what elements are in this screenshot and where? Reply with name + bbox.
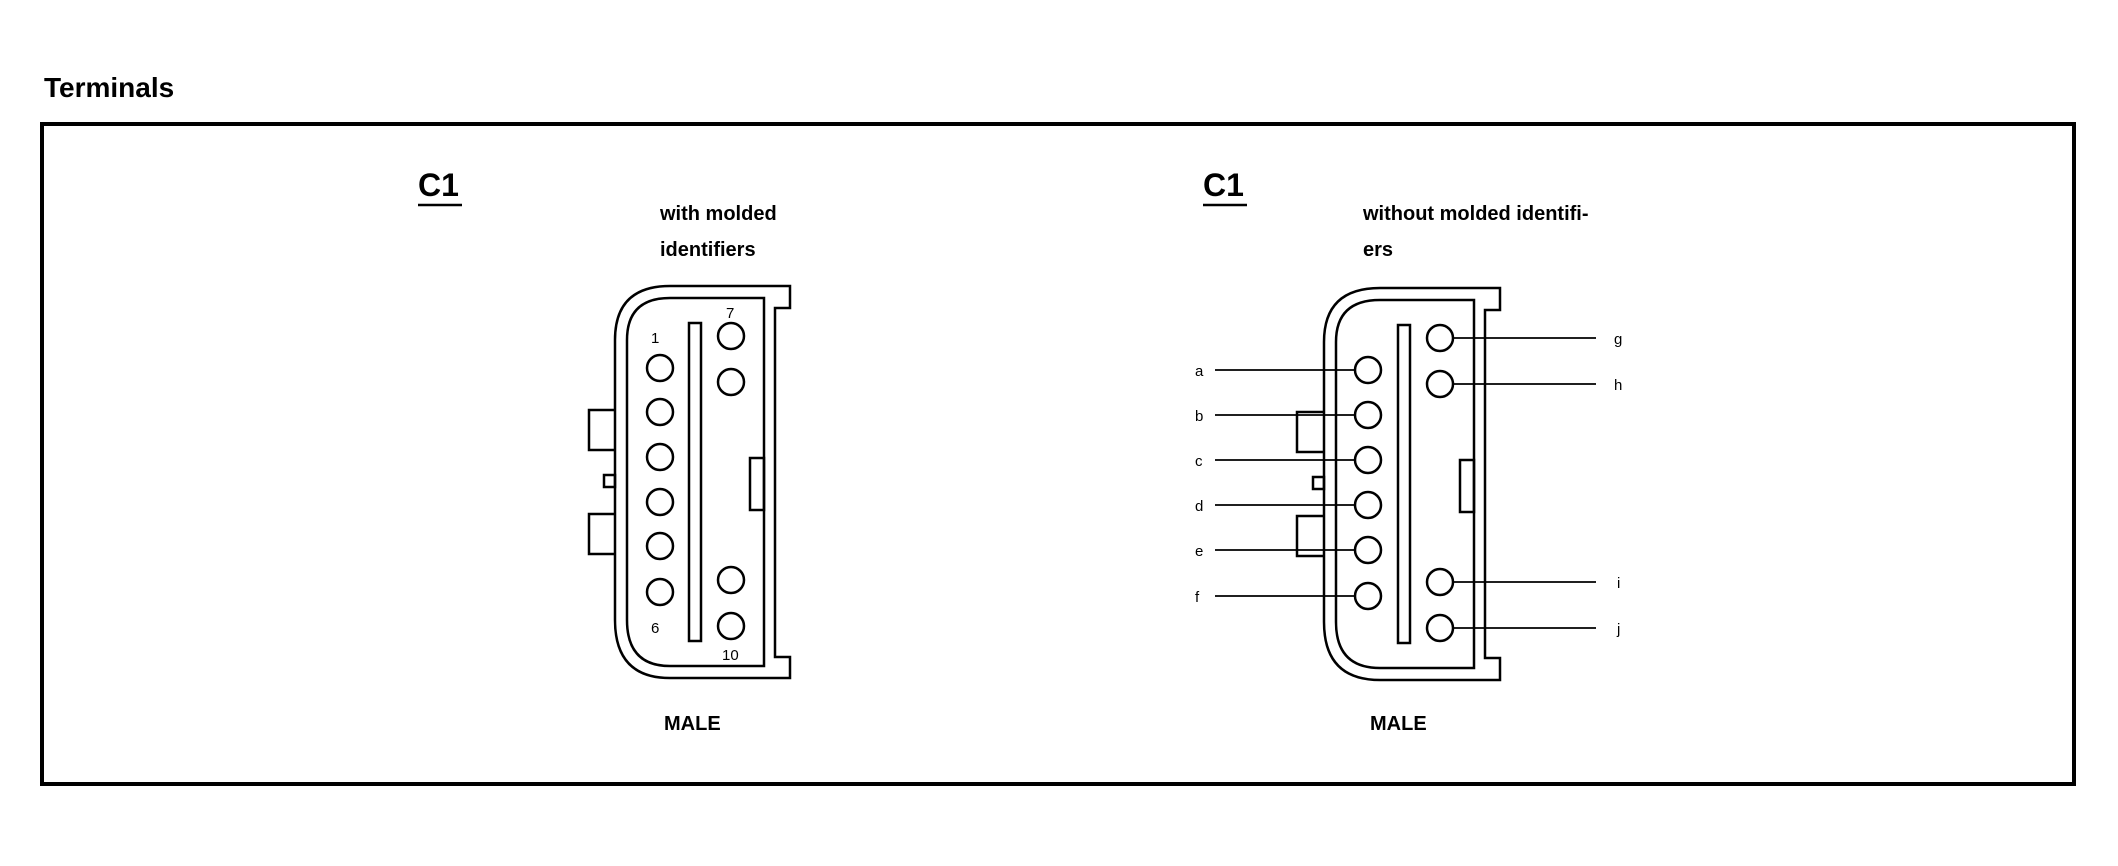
pin-circle	[1353, 490, 1383, 520]
pin-circle	[1425, 613, 1455, 643]
right-connector-leader-lines	[1215, 337, 1596, 629]
pin-circle	[645, 487, 675, 517]
pin-circle	[1425, 567, 1455, 597]
pin-circle	[716, 367, 746, 397]
pin-circle	[1425, 323, 1455, 353]
pin-circle	[716, 565, 746, 595]
left-connector-note-line2: identifiers	[660, 239, 756, 261]
pin-label-a: a	[1195, 363, 1204, 380]
pin-label-d: d	[1195, 498, 1203, 515]
right-connector-note-line2: ers	[1363, 239, 1393, 261]
pin-number-6: 6	[651, 620, 659, 637]
pin-number-1: 1	[651, 330, 659, 347]
pin-circle	[716, 611, 746, 641]
pin-circle	[1353, 400, 1383, 430]
right-connector-pins	[1353, 323, 1455, 643]
pin-circle	[645, 531, 675, 561]
right-connector-note-line1: without molded identifi-	[1362, 203, 1589, 225]
left-connector-housing	[587, 284, 792, 680]
pin-circle	[645, 577, 675, 607]
right-connector-gender: MALE	[1370, 713, 1427, 735]
left-connector: C1 with molded identifiers	[418, 167, 792, 735]
pin-label-f: f	[1195, 589, 1200, 606]
pin-circle	[1353, 535, 1383, 565]
pin-label-e: e	[1195, 543, 1203, 560]
terminals-frame	[40, 122, 2076, 786]
right-connector-housing	[1295, 286, 1502, 682]
pin-label-i: i	[1617, 575, 1620, 592]
pin-label-g: g	[1614, 331, 1622, 348]
pin-label-b: b	[1195, 408, 1203, 425]
pin-label-j: j	[1616, 621, 1620, 638]
pin-circle	[1353, 445, 1383, 475]
right-connector: C1 without molded identifi- ers	[1195, 167, 1622, 735]
left-connector-pins	[645, 321, 746, 641]
pin-circle	[1425, 369, 1455, 399]
pin-circle	[1353, 355, 1383, 385]
pin-circle	[1353, 581, 1383, 611]
left-connector-note-line1: with molded	[659, 203, 777, 225]
pin-circle	[645, 353, 675, 383]
pin-number-10: 10	[722, 647, 739, 664]
pin-circle	[645, 442, 675, 472]
left-connector-gender: MALE	[664, 713, 721, 735]
pin-number-7: 7	[726, 305, 734, 322]
pin-label-h: h	[1614, 377, 1622, 394]
right-connector-name: C1	[1203, 167, 1244, 203]
pin-circle	[645, 397, 675, 427]
left-connector-name: C1	[418, 167, 459, 203]
pin-circle	[716, 321, 746, 351]
section-heading: Terminals	[44, 72, 175, 103]
pin-label-c: c	[1195, 453, 1203, 470]
